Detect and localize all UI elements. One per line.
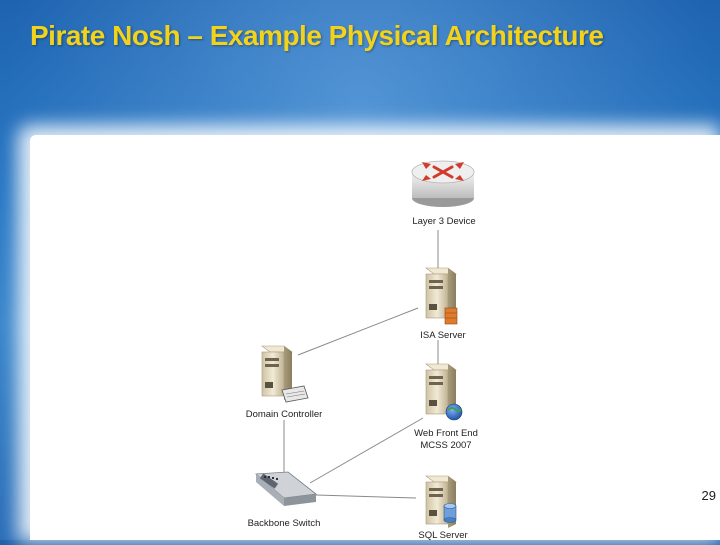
server-keyboard-icon bbox=[262, 346, 308, 402]
link-isa-dc bbox=[298, 308, 418, 355]
connection-lines bbox=[284, 230, 438, 498]
node-label-sql: SQL Server bbox=[418, 530, 467, 540]
node-label-isa: ISA Server bbox=[420, 330, 465, 341]
link-switch-sql bbox=[316, 495, 416, 498]
node-label-dc: Domain Controller bbox=[246, 409, 323, 420]
link-wfe-switch bbox=[310, 418, 423, 483]
slide-title: Pirate Nosh – Example Physical Architect… bbox=[30, 20, 690, 64]
page-number: 29 bbox=[684, 488, 716, 508]
architecture-diagram: Layer 3 Device ISA Server Domain C bbox=[238, 150, 484, 540]
node-label-wfe-line2: MCSS 2007 bbox=[420, 440, 471, 451]
switch-icon bbox=[256, 472, 316, 506]
router-icon bbox=[412, 161, 474, 207]
node-label-router: Layer 3 Device bbox=[412, 216, 475, 227]
node-label-wfe-line1: Web Front End bbox=[414, 428, 478, 439]
server-database-icon bbox=[426, 476, 456, 528]
node-label-switch: Backbone Switch bbox=[248, 518, 321, 529]
server-globe-icon bbox=[426, 364, 462, 420]
server-firewall-icon bbox=[426, 268, 457, 324]
